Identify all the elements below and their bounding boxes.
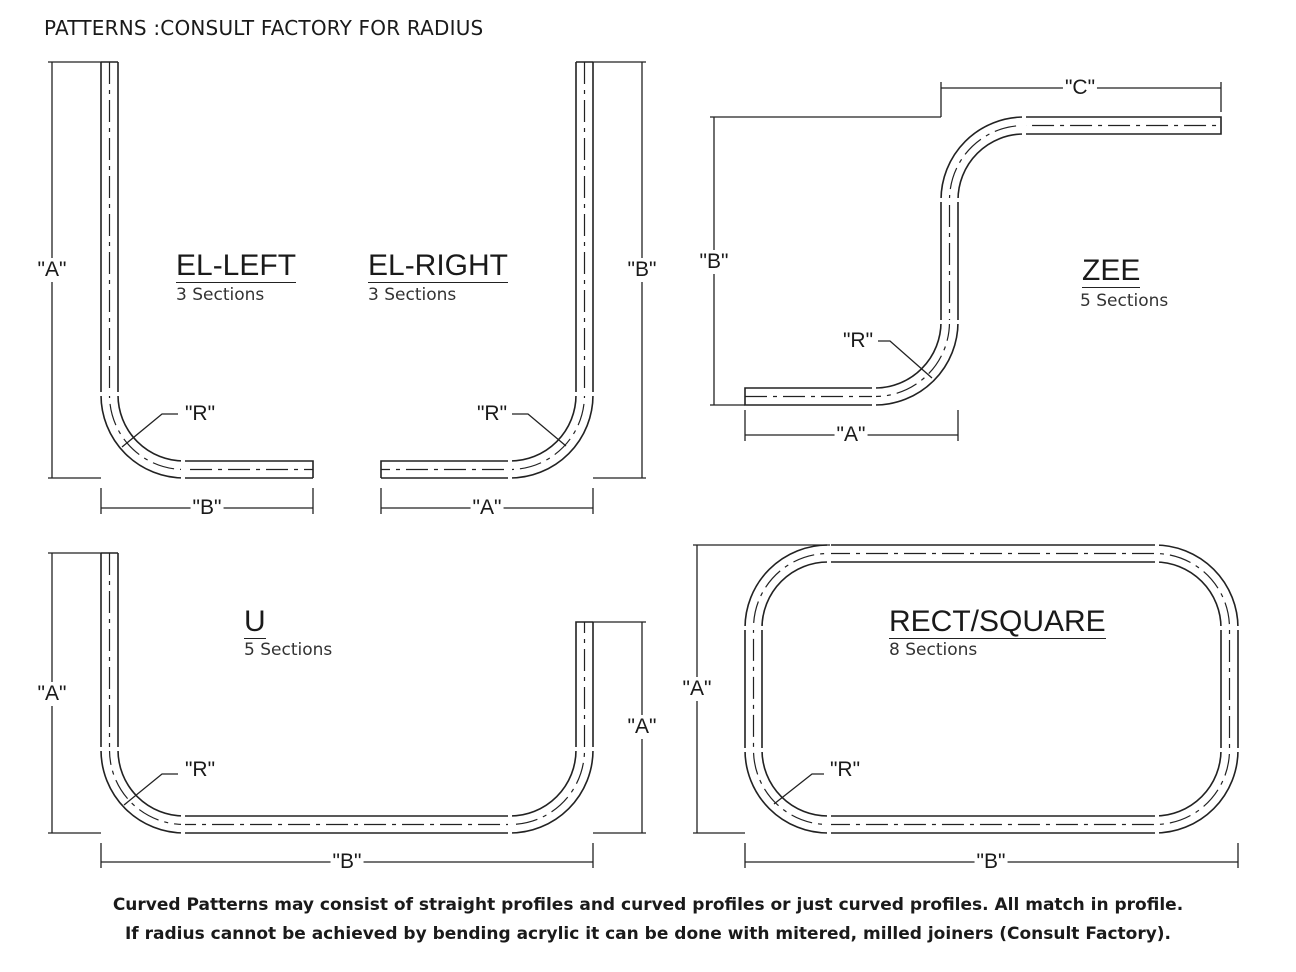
u-shape — [98, 552, 596, 836]
u-dim-r: "R" — [182, 758, 218, 782]
zee-title: ZEE — [1082, 254, 1141, 288]
u-dim-a-left: "A" — [35, 682, 69, 706]
el-right-dim-a: "A" — [470, 496, 504, 520]
u-dimensions — [48, 552, 646, 868]
el-right-dim-b: "B" — [625, 258, 659, 282]
footer-line-1: Curved Patterns may consist of straight … — [112, 895, 1184, 915]
zee-sections: 5 Sections — [1080, 291, 1169, 311]
el-right-sections: 3 Sections — [368, 285, 457, 305]
el-right-shape — [380, 61, 596, 482]
el-left-sections: 3 Sections — [176, 285, 265, 305]
zee-dim-c: "C" — [1062, 76, 1098, 100]
el-left-dim-a: "A" — [35, 258, 69, 282]
rect-dim-a: "A" — [680, 677, 714, 701]
zee-dimensions — [710, 82, 1222, 441]
page-header: PATTERNS :CONSULT FACTORY FOR RADIUS — [44, 16, 484, 40]
u-dim-a-right: "A" — [625, 715, 659, 739]
el-left-dim-r: "R" — [182, 402, 218, 426]
zee-shape — [744, 113, 1222, 408]
el-left-shape — [98, 61, 314, 482]
el-right-title: EL-RIGHT — [368, 249, 509, 283]
u-sections: 5 Sections — [244, 640, 333, 660]
el-left-dim-b: "B" — [190, 496, 224, 520]
el-right-dim-r: "R" — [474, 402, 510, 426]
rect-dim-b: "B" — [974, 850, 1008, 874]
u-dim-b: "B" — [330, 850, 364, 874]
rect-title: RECT/SQUARE — [889, 605, 1106, 639]
zee-dim-a: "A" — [834, 423, 868, 447]
u-title: U — [244, 605, 266, 639]
el-left-title: EL-LEFT — [176, 249, 297, 283]
zee-dim-b: "B" — [697, 250, 731, 274]
footer-line-2: If radius cannot be achieved by bending … — [124, 924, 1172, 944]
rect-dim-r: "R" — [827, 758, 863, 782]
zee-dim-r: "R" — [840, 329, 876, 353]
rect-shape — [741, 541, 1242, 837]
rect-sections: 8 Sections — [889, 640, 978, 660]
